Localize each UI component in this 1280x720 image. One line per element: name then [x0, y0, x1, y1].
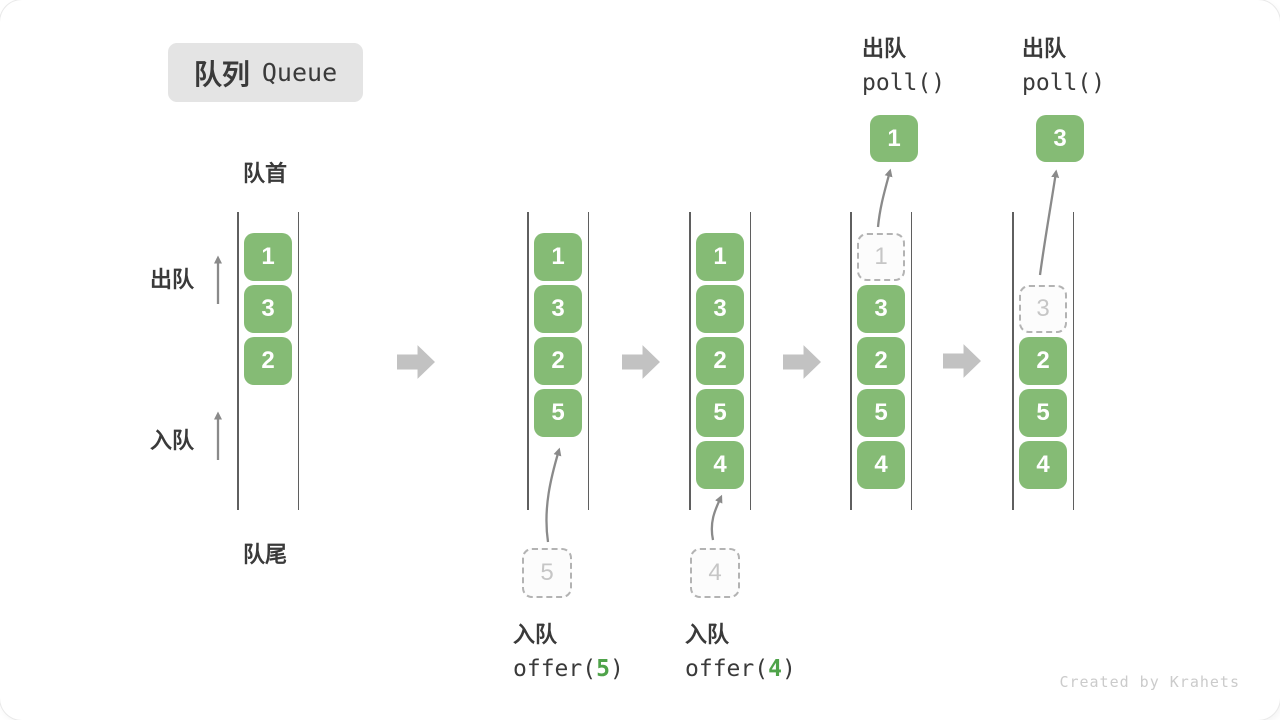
dequeue-op-1: 出队 poll() [862, 31, 945, 96]
diagram-title-en: Queue [261, 58, 338, 87]
enqueue-op-2-code: offer(4) [685, 656, 796, 682]
queue-wall-right [587, 212, 589, 510]
queue-slot: 3 [244, 285, 292, 333]
pending-item: 4 [690, 548, 740, 598]
enqueue-op-2: 入队 offer(4) [685, 617, 796, 682]
queue-wall-right [749, 212, 751, 510]
queue-slot: 4 [857, 441, 905, 489]
queue-wall-left [850, 212, 852, 510]
queue-slot: 5 [1019, 389, 1067, 437]
queue-slot: 2 [534, 337, 582, 385]
enqueue-op-2-label: 入队 [685, 622, 730, 647]
queue-slot: 2 [857, 337, 905, 385]
queue-wall-left [1012, 212, 1014, 510]
queue-slot: 1 [244, 233, 292, 281]
queue-slot: 1 [857, 233, 905, 281]
queue-wall-left [689, 212, 691, 510]
code-text: ) [781, 656, 796, 682]
code-text: offer( [513, 656, 597, 682]
step-arrow-icon [397, 345, 435, 379]
enqueue-side-label: 入队 [150, 428, 195, 453]
diagram-title-zh: 队列 [193, 58, 250, 90]
queue-slot: 3 [696, 285, 744, 333]
queue-slot: 5 [696, 389, 744, 437]
queue-slot: 3 [534, 285, 582, 333]
step-arrow-icon [622, 345, 660, 379]
queue-slot: 4 [1019, 441, 1067, 489]
watermark: Created by Krahets [1059, 673, 1240, 691]
dequeue-op-2-code: poll() [1022, 70, 1106, 96]
step-arrow-icon [783, 345, 821, 379]
enqueue-op-1: 入队 offer(5) [513, 617, 624, 682]
queue-wall-right [1072, 212, 1074, 510]
enqueue-op-1-code: offer(5) [513, 656, 624, 682]
result-item: 1 [870, 115, 918, 162]
dequeue-side-label: 出队 [150, 267, 195, 292]
pending-item: 5 [522, 548, 572, 598]
queue-slot: 3 [1019, 285, 1067, 333]
dequeue-op-1-code: poll() [862, 70, 946, 96]
dequeue-op-1-label: 出队 [862, 36, 907, 61]
queue-wall-right [910, 212, 912, 510]
queue-slot: 1 [534, 233, 582, 281]
queue-rear-label: 队尾 [243, 542, 288, 567]
diagram-title: 队列 Queue [168, 43, 363, 102]
code-arg: 5 [596, 656, 610, 682]
dequeue-op-2: 出队 poll() [1022, 31, 1105, 96]
queue-wall-left [237, 212, 239, 510]
queue-front-label: 队首 [243, 161, 288, 186]
queue-slot: 5 [857, 389, 905, 437]
enqueue-op-1-label: 入队 [513, 622, 558, 647]
step-arrow-icon [943, 344, 981, 378]
queue-slot: 1 [696, 233, 744, 281]
code-text: ) [609, 656, 624, 682]
code-arg: 4 [768, 656, 782, 682]
queue-wall-left [527, 212, 529, 510]
result-item: 3 [1036, 115, 1084, 162]
code-text: offer( [685, 656, 769, 682]
queue-slot: 4 [696, 441, 744, 489]
queue-wall-right [297, 212, 299, 510]
queue-slot: 5 [534, 389, 582, 437]
queue-slot: 3 [857, 285, 905, 333]
queue-slot: 2 [1019, 337, 1067, 385]
queue-slot: 2 [244, 337, 292, 385]
dequeue-op-2-label: 出队 [1022, 36, 1067, 61]
queue-slot: 2 [696, 337, 744, 385]
